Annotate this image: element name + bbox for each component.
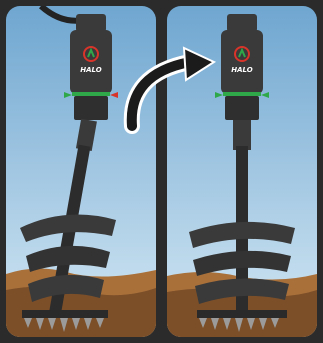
alignment-band xyxy=(72,92,110,96)
auger-flights xyxy=(20,215,116,302)
motor-base xyxy=(74,96,108,120)
motor-cap xyxy=(227,14,257,32)
auger-collar xyxy=(233,120,251,150)
before-panel: HALO xyxy=(6,6,156,337)
halo-logo-text: HALO xyxy=(80,66,101,74)
halo-logo-text: HALO xyxy=(231,66,252,74)
before-illustration: HALO xyxy=(6,6,156,337)
after-illustration: HALO xyxy=(167,6,317,337)
panel-divider xyxy=(157,0,166,343)
motor-cap xyxy=(76,14,106,32)
auger-flights xyxy=(189,222,295,304)
alignment-band xyxy=(223,92,261,96)
after-panel: HALO xyxy=(167,6,317,337)
motor-base xyxy=(225,96,259,120)
